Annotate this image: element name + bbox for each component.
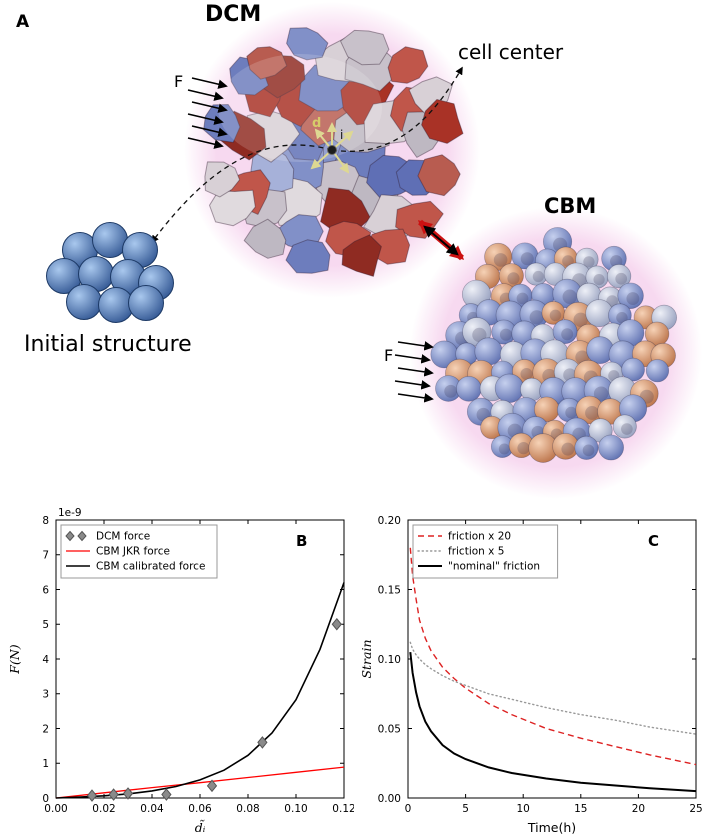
svg-text:0.20: 0.20: [378, 515, 401, 527]
svg-text:5: 5: [462, 803, 469, 815]
axis-offset-label: 1e-9: [58, 507, 82, 519]
scatter-marker: [257, 736, 268, 749]
force-label-cbm: F: [384, 346, 394, 365]
svg-text:2: 2: [42, 723, 49, 735]
svg-text:0.15: 0.15: [378, 584, 401, 596]
x-axis-label: Time(h): [527, 820, 576, 835]
scatter-marker: [206, 779, 218, 793]
svg-text:0.06: 0.06: [188, 803, 212, 815]
svg-text:0.05: 0.05: [378, 723, 401, 735]
force-arrows-cbm-icon: [394, 341, 434, 403]
dashed-arrow-to-initial-structure-icon: [151, 144, 333, 244]
legend-entry-label: DCM force: [96, 531, 150, 543]
panel-b-chart: 0.00 0.02 0.04 0.06 0.08 0.10 0.12 0 1 2 3 4 5 6 7 8DCM…: [7, 507, 354, 835]
svg-text:4: 4: [42, 654, 49, 666]
svg-text:10: 10: [517, 803, 530, 815]
svg-text:0: 0: [42, 793, 49, 805]
scatter-marker: [331, 617, 342, 631]
legend-entry-label: friction x 5: [448, 546, 504, 558]
scatter-marker: [161, 788, 172, 801]
dcm-aggregate: [203, 27, 464, 277]
cbm-aggregate: [430, 227, 677, 463]
svg-text:0.10: 0.10: [284, 803, 307, 815]
force-label-dcm: F: [174, 72, 184, 91]
cell-center-label: cell center: [458, 40, 564, 64]
legend-entry-label: CBM JKR force: [96, 546, 170, 558]
series-line: [55, 582, 345, 799]
svg-text:25: 25: [689, 803, 702, 815]
svg-text:0.04: 0.04: [140, 803, 164, 815]
svg-text:1: 1: [42, 758, 49, 770]
initial-structure-label: Initial structure: [24, 332, 192, 357]
model-exchange-arrow-core-icon: [423, 225, 459, 256]
cell-index-label: i: [340, 128, 344, 142]
scatter-marker: [122, 787, 134, 800]
svg-text:0.02: 0.02: [92, 803, 115, 815]
cell-center-marker: [310, 122, 354, 174]
svg-text:7: 7: [42, 550, 49, 562]
panel-letter: B: [296, 532, 307, 550]
svg-text:0.08: 0.08: [236, 803, 259, 815]
x-axis-label: d̃ᵢ: [195, 819, 206, 835]
svg-text:0: 0: [405, 803, 412, 815]
legend-entry-label: CBM calibrated force: [96, 561, 205, 573]
svg-text:20: 20: [632, 803, 645, 815]
series-line: [409, 651, 697, 793]
svg-text:0.10: 0.10: [378, 654, 401, 666]
series-line: [409, 641, 697, 735]
panel-a-label: A: [16, 12, 30, 32]
panel-letter: C: [648, 532, 659, 550]
y-axis-label: Strain: [359, 639, 374, 678]
svg-text:6: 6: [42, 584, 49, 596]
legend-box: [412, 524, 559, 579]
panel-c-chart: 0 5 10 15 20 25 0.00 0.05 0.10 0.15 0.20 friction x…: [359, 515, 703, 835]
displacement-label: d: [312, 116, 322, 131]
y-axis-label: F(N): [7, 644, 22, 674]
force-arrows-dcm-icon: [187, 77, 228, 149]
panel-a-illustration: [46, 2, 702, 499]
svg-text:3: 3: [42, 689, 49, 701]
legend-entry-label: "nominal" friction: [448, 561, 540, 573]
scatter-marker: [108, 788, 119, 801]
series-line: [55, 766, 345, 799]
dashed-arrow-to-cell-center-icon: [331, 66, 463, 152]
svg-text:15: 15: [574, 803, 587, 815]
svg-text:0.00: 0.00: [44, 803, 67, 815]
svg-text:0.12: 0.12: [332, 803, 354, 815]
svg-text:8: 8: [42, 515, 49, 527]
legend-entry-label: friction x 20: [448, 531, 511, 543]
initial-structure-cluster: [46, 222, 174, 323]
svg-text:5: 5: [42, 619, 49, 631]
svg-text:0.00: 0.00: [378, 793, 401, 805]
dcm-title: DCM: [205, 2, 262, 27]
series-line: [409, 547, 697, 766]
cbm-title: CBM: [544, 194, 597, 218]
scatter-marker: [86, 789, 98, 802]
